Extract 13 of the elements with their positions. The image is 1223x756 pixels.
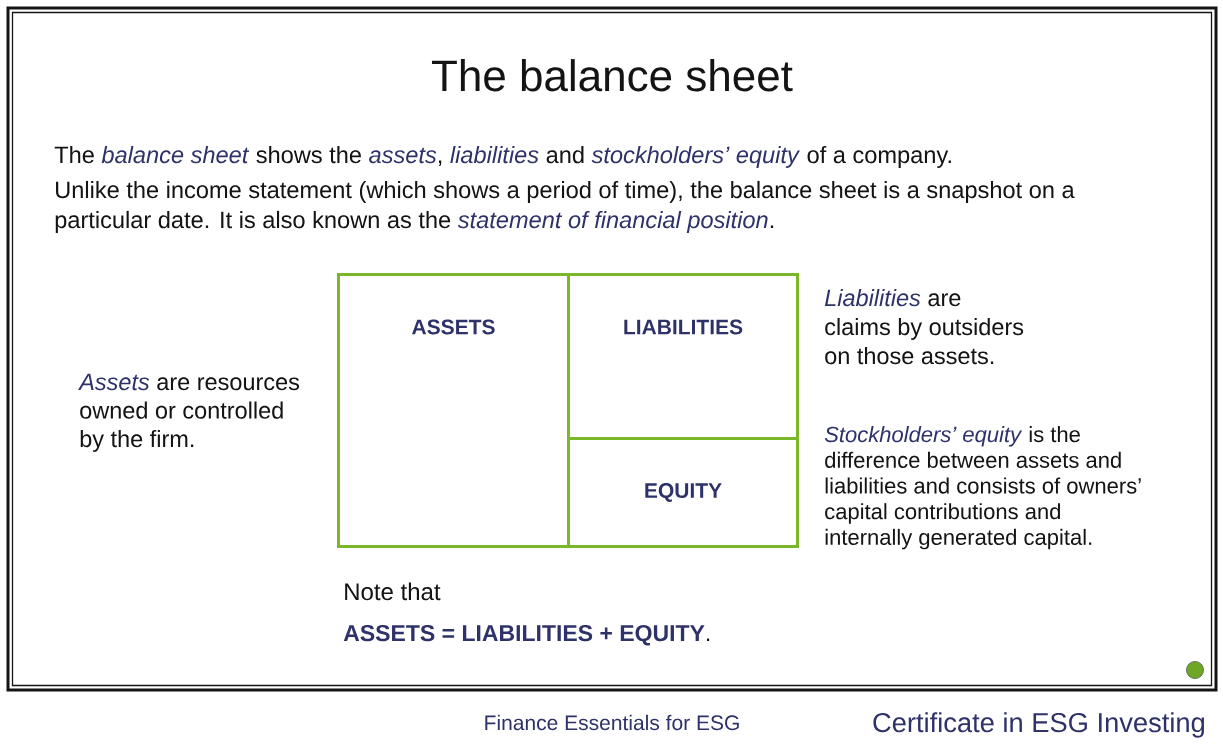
paragraph: Unlike the income statement (which shows a period of time), the balance sheet is a snapshot on a particular date. It is also known as the statement of financial position. (55, 180, 1075, 233)
note-text: Note that (345, 582, 441, 601)
table-cell: LIABILITIES (567, 273, 799, 440)
table-cell: EQUITY (567, 437, 799, 548)
description-text: Assets are resources owned or controlled by the firm. (78, 373, 300, 452)
description-text: Liabilities are claims by outsiders on those assets. (824, 289, 1024, 365)
footer-text: Certificate in ESG Investing (873, 712, 1204, 738)
equation: ASSETS = LIABILITIES + EQUITY. (343, 624, 710, 646)
description-text: Stockholders’ equity is the difference between assets and liabilities and consists of owners’ capital contributions and internally generated capital. (824, 426, 1141, 550)
paragraph: The balance sheet shows the assets, liabilities and stockholders’ equity of a company. (54, 145, 951, 168)
title: The balance sheet (432, 59, 793, 92)
table-cell: ASSETS (337, 273, 570, 548)
footer-text: Finance Essentials for ESG (485, 714, 739, 731)
